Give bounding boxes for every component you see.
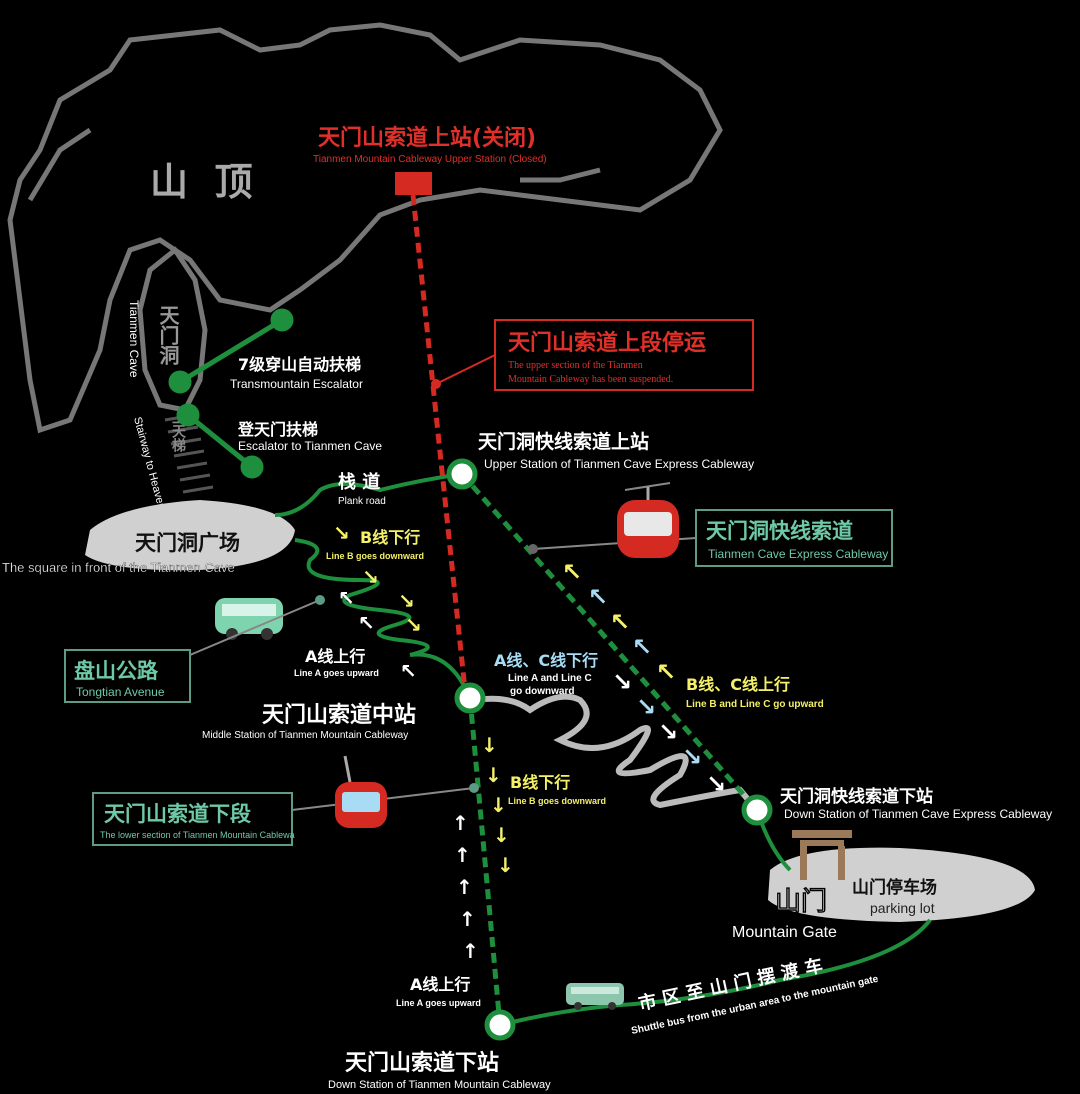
express-dot [528, 544, 538, 554]
line-a-up-top-en: Line A goes upward [294, 668, 379, 678]
express-upper-station-marker[interactable] [446, 458, 478, 490]
middle-station-marker[interactable] [454, 682, 486, 714]
down-arrows-express: ↘↘↘↘↘ [612, 668, 726, 798]
lower-cableway-line [467, 697, 503, 1026]
tianmen-cave-cn: 天门洞 [156, 305, 180, 365]
parking-area [768, 847, 1035, 922]
upper-cableway-line [410, 194, 468, 691]
parking-en: parking lot [870, 900, 935, 916]
express-cableway-box [695, 509, 893, 567]
middle-station-cn: 天门山索道中站 [262, 702, 416, 728]
upper-station-cn: 天门山索道上站(关闭) [318, 125, 536, 151]
mountain-gate-cn: 山门 [775, 887, 827, 917]
escalator-7-en: Transmountain Escalator [230, 377, 363, 391]
plank-road-en: Plank road [338, 496, 386, 507]
gondola-icon [617, 482, 679, 558]
express-lower-en: Down Station of Tianmen Cave Express Cab… [784, 807, 1052, 821]
up-arrows-express: ↖↖↖↖↖ [562, 558, 676, 686]
line-b-down-top-en: Line B goes downward [326, 551, 424, 561]
line-a-up-top-cn: A线上行 [305, 647, 365, 666]
line-bc-up-en: Line B and Line C go upward [686, 699, 824, 710]
lower-station-cn: 天门山索道下站 [345, 1050, 499, 1076]
escalator-lines [168, 308, 294, 479]
mountain-gate-en: Mountain Gate [732, 924, 837, 941]
middle-station-en: Middle Station of Tianmen Mountain Cable… [202, 730, 408, 741]
summit-label: 山 顶 [150, 160, 252, 204]
express-upper-cn: 天门洞快线索道上站 [478, 430, 649, 453]
lower-section-dot [469, 783, 479, 793]
line-b-down-top-cn: B线下行 [360, 528, 420, 547]
panshan-en: Tongtian Avenue [76, 685, 165, 699]
square-cn: 天门洞广场 [135, 531, 240, 555]
bus-icon [215, 598, 283, 640]
shuttle-route [499, 918, 932, 1027]
mountain-gate-icon [792, 830, 852, 880]
panshan-leader [189, 599, 321, 656]
escalator-cave-cn: 登天门扶梯 [237, 420, 318, 439]
line-ac-down-en-2: go downward [510, 686, 574, 697]
square-area [85, 500, 295, 571]
express-lower-cn: 天门洞快线索道下站 [780, 786, 933, 807]
cable-car-icon [335, 755, 387, 828]
suspended-leader [435, 354, 496, 385]
tianmen-cave-en: Tianmen Cave [127, 300, 141, 378]
escalator-cave-en: Escalator to Tianmen Cave [238, 439, 382, 453]
mountain-outline [7, 22, 723, 434]
plank-road-cn: 栈 道 [338, 471, 380, 493]
suspended-dot [431, 379, 441, 389]
lower-station-marker[interactable] [484, 1009, 516, 1041]
lower-station-en: Down Station of Tianmen Mountain Cablewa… [328, 1079, 551, 1091]
yellow-arrows-top: ↘↘↘↘ [333, 521, 422, 637]
line-bc-up-cn: B线、C线上行 [686, 675, 790, 694]
suspended-en-2: Mountain Cableway has been suspended. [508, 374, 673, 385]
yellow-arrows-lower: ↓↓↓↓↓ [481, 733, 514, 877]
line-b-down-bottom-en: Line B goes downward [508, 796, 606, 806]
suspended-cn: 天门山索道上段停运 [508, 330, 706, 356]
lower-section-cn: 天门山索道下段 [104, 802, 251, 826]
line-b-down-bottom-cn: B线下行 [510, 773, 570, 792]
line-a-up-bottom-cn: A线上行 [410, 975, 470, 994]
line-a-up-bottom-en: Line A goes upward [396, 998, 481, 1008]
panshan-cn: 盘山公路 [74, 659, 159, 683]
express-upper-en: Upper Station of Tianmen Cave Express Ca… [484, 457, 754, 471]
lower-section-box [92, 792, 293, 846]
escalator-7-cn: 7级穿山自动扶梯 [238, 355, 361, 374]
line-ac-down-en-1: Line A and Line C [508, 673, 592, 684]
square-en: The square in front of the Tianmen Cave [2, 560, 235, 575]
suspended-notice-box [494, 319, 754, 391]
suspended-en-1: The upper section of the Tianmen [508, 360, 643, 371]
white-arrows-lower: ↑↑↑↑↑ [452, 811, 479, 963]
express-cableway-en: Tianmen Cave Express Cableway [708, 547, 888, 561]
station-circles [446, 458, 773, 1041]
lower-section-en: The lower section of Tianmen Mountain Ca… [100, 830, 295, 840]
panshan-box [64, 649, 191, 703]
plank-road-path [274, 472, 463, 517]
upper-station-en: Tianmen Mountain Cableway Upper Station … [313, 154, 547, 165]
shuttle-bus-icon [566, 983, 624, 1010]
white-arrows-top: ↖↖↖ [338, 586, 417, 683]
stairway-en: Stairway to Heaven [131, 416, 167, 511]
express-cableway-cn: 天门洞快线索道 [706, 519, 853, 543]
panshan-dot [315, 595, 325, 605]
upper-station-marker[interactable] [395, 172, 432, 195]
gray-road-path [474, 693, 760, 812]
parking-cn: 山门停车场 [852, 877, 937, 898]
express-cableway-line [460, 472, 759, 812]
express-lower-station-marker[interactable] [741, 794, 773, 826]
tongtian-avenue-path [294, 538, 472, 699]
line-ac-down-cn: A线、C线下行 [494, 651, 598, 670]
